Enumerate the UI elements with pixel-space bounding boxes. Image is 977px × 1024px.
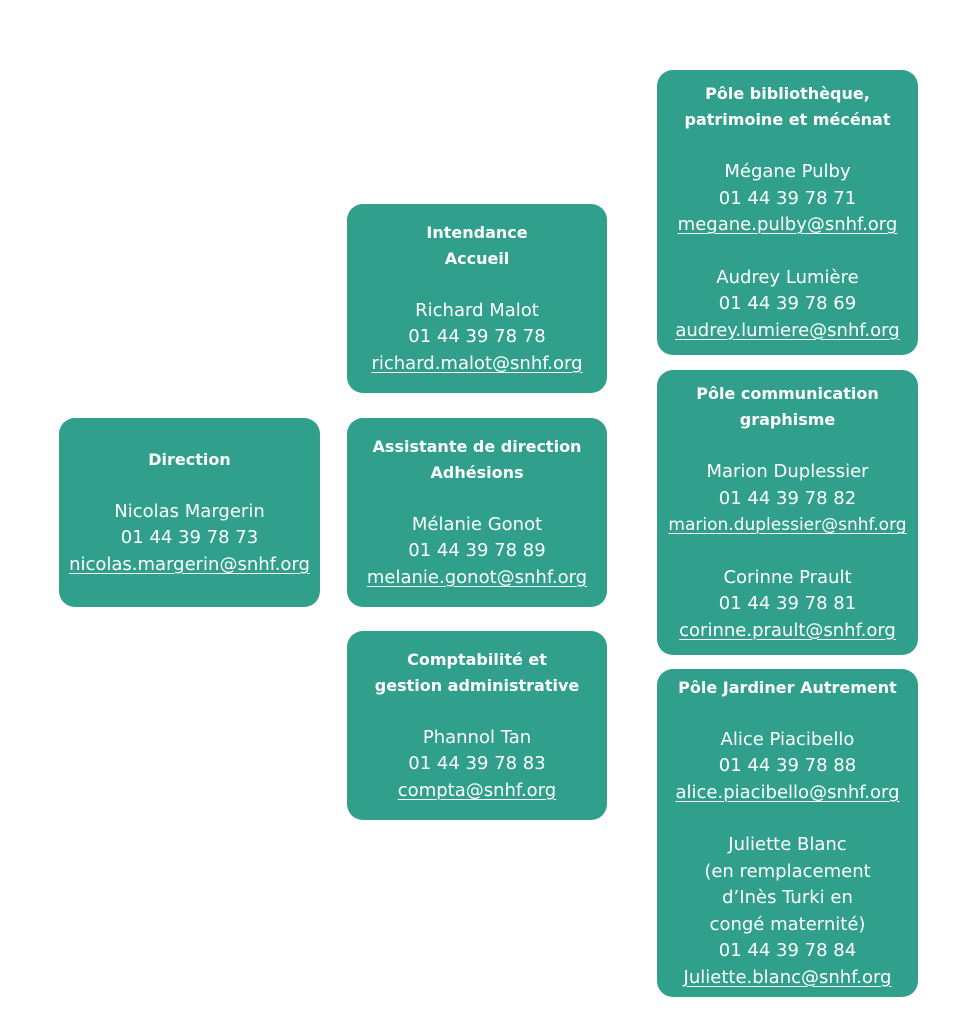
intendance-title: Intendance Accueil bbox=[426, 222, 528, 268]
jardiner-person1-phone: 01 44 39 78 88 bbox=[718, 755, 857, 777]
jardiner-person2-phone: 01 44 39 78 84 bbox=[718, 940, 857, 961]
comm-person2-name: Corinne Prault bbox=[723, 566, 852, 588]
comm-person1-phone: 01 44 39 78 82 bbox=[718, 487, 857, 509]
biblio-person1-phone: 01 44 39 78 71 bbox=[718, 187, 857, 209]
jardiner-person1-email-link[interactable]: alice.piacibello@snhf.org bbox=[675, 781, 900, 803]
compta-name: Phannol Tan bbox=[422, 726, 532, 748]
direction-name: Nicolas Margerin bbox=[114, 500, 265, 522]
comm-person2-email-link[interactable]: corinne.prault@snhf.org bbox=[679, 619, 896, 641]
intendance-name: Richard Malot bbox=[415, 299, 539, 321]
biblio-person1-name: Mégane Pulby bbox=[724, 161, 851, 182]
assistante-title: Assistante de direction Adhésions bbox=[372, 436, 582, 482]
biblio-person1-email-link[interactable]: megane.pulby@snhf.org bbox=[677, 214, 898, 235]
compta-phone: 01 44 39 78 83 bbox=[408, 753, 546, 775]
jardiner-box: Pôle Jardiner Autrement Alice Piacibello… bbox=[657, 669, 918, 997]
comm-title: Pôle communication graphisme bbox=[696, 384, 879, 429]
comm-person1-name: Marion Duplessier bbox=[706, 461, 869, 482]
intendance-email-link[interactable]: richard.malot@snhf.org bbox=[371, 352, 583, 374]
comm-box: Pôle communication graphisme Marion Dupl… bbox=[657, 370, 918, 655]
direction-title: Direction bbox=[148, 449, 231, 469]
biblio-person2-email-link[interactable]: audrey.lumiere@snhf.org bbox=[675, 319, 900, 341]
biblio-person2-phone: 01 44 39 78 69 bbox=[718, 293, 857, 314]
jardiner-person1-name: Alice Piacibello bbox=[720, 728, 855, 750]
compta-email-link[interactable]: compta@snhf.org bbox=[397, 779, 557, 801]
jardiner-title: Pôle Jardiner Autrement bbox=[678, 678, 897, 697]
jardiner-person2-name: Juliette Blanc bbox=[728, 834, 847, 855]
assistante-phone: 01 44 39 78 89 bbox=[408, 540, 546, 562]
comm-person2-phone: 01 44 39 78 81 bbox=[718, 593, 857, 614]
assistante-box: Assistante de direction Adhésions Mélani… bbox=[347, 418, 607, 607]
biblio-title: Pôle bibliothèque, patrimoine et mécénat bbox=[684, 84, 891, 129]
jardiner-person2-email-link[interactable]: Juliette.blanc@snhf.org bbox=[683, 966, 892, 988]
direction-box: Direction Nicolas Margerin 01 44 39 78 7… bbox=[59, 418, 320, 607]
compta-title: Comptabilité et gestion administrative bbox=[374, 649, 580, 695]
comm-person1-email-link[interactable]: marion.duplessier@snhf.org bbox=[668, 515, 907, 535]
compta-box: Comptabilité et gestion administrative P… bbox=[347, 631, 607, 820]
jardiner-person2-note: (en remplacement d’Inès Turki en congé m… bbox=[704, 860, 871, 935]
intendance-box: Intendance Accueil Richard Malot 01 44 3… bbox=[347, 204, 607, 393]
assistante-email-link[interactable]: melanie.gonot@snhf.org bbox=[366, 566, 588, 588]
intendance-phone: 01 44 39 78 78 bbox=[408, 326, 546, 348]
direction-phone: 01 44 39 78 73 bbox=[120, 527, 259, 549]
direction-email-link[interactable]: nicolas.margerin@snhf.org bbox=[69, 553, 310, 575]
assistante-name: Mélanie Gonot bbox=[411, 513, 543, 535]
biblio-box: Pôle bibliothèque, patrimoine et mécénat… bbox=[657, 70, 918, 355]
biblio-person2-name: Audrey Lumière bbox=[716, 266, 859, 288]
